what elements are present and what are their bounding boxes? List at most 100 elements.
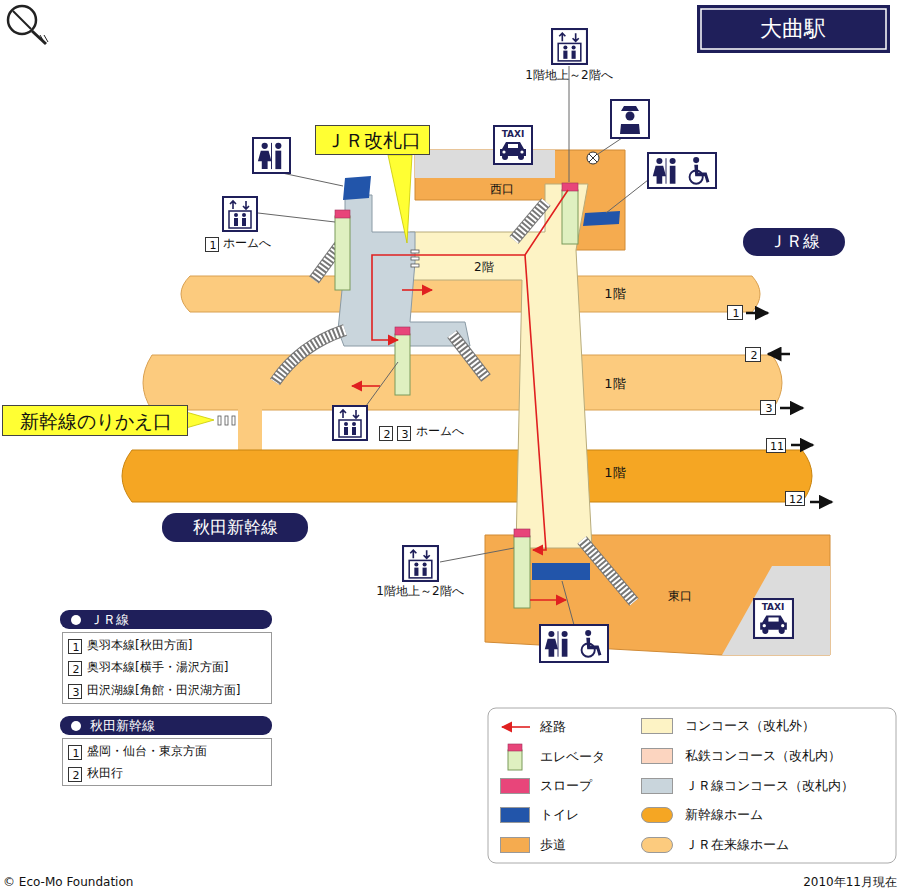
node-text: 1 xyxy=(733,307,740,320)
ticket-gates xyxy=(411,250,419,267)
track-number: 2 xyxy=(379,426,393,441)
node-text: 3 xyxy=(402,428,409,441)
node-text: 1階 xyxy=(604,377,625,392)
node-text: 11 xyxy=(770,440,784,453)
direction-arrow xyxy=(746,313,832,502)
legend-text: ＪＲ在来線ホーム xyxy=(685,838,789,853)
place-label: ホームへ xyxy=(416,425,464,439)
stairs xyxy=(275,202,634,602)
legend-swatch xyxy=(641,748,673,764)
track-number: 3 xyxy=(760,400,776,415)
callout-pointer xyxy=(388,155,412,243)
node-text: 2 xyxy=(73,663,80,676)
place-label: 西口 xyxy=(490,183,514,197)
title-frame xyxy=(697,5,890,53)
track-number: 2 xyxy=(68,661,82,676)
compass-icon xyxy=(8,6,48,44)
legend-text: エレベータ xyxy=(540,750,605,765)
place-label: 1階地上～2階へ xyxy=(525,69,612,83)
taxi-area-east xyxy=(722,566,830,655)
legend-text: 新幹線ホーム xyxy=(685,808,763,823)
legend-text: 経路 xyxy=(540,720,566,735)
node-text: ＪＲ線 xyxy=(769,232,820,252)
title-box: 大曲駅 xyxy=(701,9,886,49)
list-header: ＪＲ線 xyxy=(60,610,272,629)
legend-text: ＪＲ線コンコース（改札内） xyxy=(685,779,854,794)
ticket-gates xyxy=(218,416,235,425)
icon-text: TAXI xyxy=(762,602,785,612)
legend-elevator-sample xyxy=(508,744,522,770)
title-text: 大曲駅 xyxy=(760,16,826,41)
legend-text: コンコース（改札外） xyxy=(685,719,815,734)
toilet xyxy=(532,563,590,580)
node-text: 奥羽本線[横手・湯沢方面] xyxy=(87,661,228,675)
node-text: 1 xyxy=(210,239,217,252)
node-text: 1階 xyxy=(604,466,625,481)
line-list: 盛岡・仙台・東京方面秋田行12 xyxy=(62,738,272,786)
platform-band xyxy=(143,355,782,410)
sidewalk-east xyxy=(485,535,830,655)
node-text: 秋田新幹線 xyxy=(90,718,155,733)
track-number: 1 xyxy=(727,305,743,320)
platform: 1階 xyxy=(112,450,822,502)
node-text: 3 xyxy=(766,402,773,415)
list-header: 秋田新幹線 xyxy=(60,716,272,735)
line-name-band: ＪＲ線 xyxy=(743,228,845,256)
route-line xyxy=(352,190,568,600)
legend-swatch xyxy=(500,807,530,823)
node-text: 新幹線のりかえ口 xyxy=(20,411,172,433)
node-text: 12 xyxy=(789,493,803,506)
concourse-outside xyxy=(410,184,592,548)
platform: 1階 xyxy=(172,276,768,312)
elevator xyxy=(335,183,578,608)
node-text: ＪＲ改札口 xyxy=(326,130,421,152)
track-number: 2 xyxy=(68,767,82,782)
callout-box: ＪＲ改札口 xyxy=(315,125,430,155)
icon-text: TAXI xyxy=(502,129,525,139)
node-text: 田沢湖線[角館・田沢湖方面] xyxy=(87,684,240,698)
place-label: 1階地上～2階へ xyxy=(376,585,463,599)
node-text: 1階 xyxy=(604,287,625,302)
track-number: 1 xyxy=(205,237,219,252)
node-text: 2 xyxy=(73,769,80,782)
taxi-icon xyxy=(494,126,793,638)
footer-note: © Eco-Mo Foundation xyxy=(3,876,133,890)
track-number: 2 xyxy=(745,347,761,362)
line-list: 奥羽本線[秋田方面] 奥羽本線[横手・湯沢方面] 田沢湖線[角館・田沢湖方面] 1 2 3 xyxy=(62,632,272,704)
track-number: 1 xyxy=(68,639,82,654)
elevator-icon xyxy=(223,29,587,581)
toilet xyxy=(343,176,371,200)
leader-line xyxy=(258,66,648,625)
legend-text: トイレ xyxy=(540,808,579,823)
staff-icon xyxy=(587,100,649,164)
node-text: 盛岡・仙台・東京方面 xyxy=(87,745,207,759)
legend-frame xyxy=(488,708,896,863)
legend-swatch xyxy=(641,718,673,734)
node-text: 1 xyxy=(73,747,80,760)
footer-note: 2010年11月現在 xyxy=(803,876,897,890)
platform-band xyxy=(181,276,760,312)
line-name-band: 秋田新幹線 xyxy=(162,513,308,542)
legend-route-sample xyxy=(502,726,530,728)
node-text: 秋田新幹線 xyxy=(193,518,278,538)
legend-swatch xyxy=(500,778,530,794)
place-label: ホームへ xyxy=(223,237,271,251)
track-number: 1 xyxy=(68,745,82,760)
transfer-passage xyxy=(238,405,262,453)
platform: 1階 xyxy=(134,355,792,410)
place-label: 2階 xyxy=(474,261,494,275)
toilet xyxy=(583,211,620,226)
node-text: 奥羽本線[秋田方面] xyxy=(87,639,192,653)
track-number: 3 xyxy=(397,426,411,441)
taxi-area-west xyxy=(415,150,555,178)
track-number: 3 xyxy=(68,684,82,699)
place-label: 東口 xyxy=(668,590,692,604)
legend-swatch xyxy=(641,807,673,823)
toilet-icon xyxy=(253,138,716,662)
node-text: 2 xyxy=(751,349,758,362)
header-dot xyxy=(71,615,81,625)
legend-text: 歩道 xyxy=(540,838,566,853)
legend-swatch xyxy=(641,778,673,794)
title-frame-inner xyxy=(701,9,886,49)
